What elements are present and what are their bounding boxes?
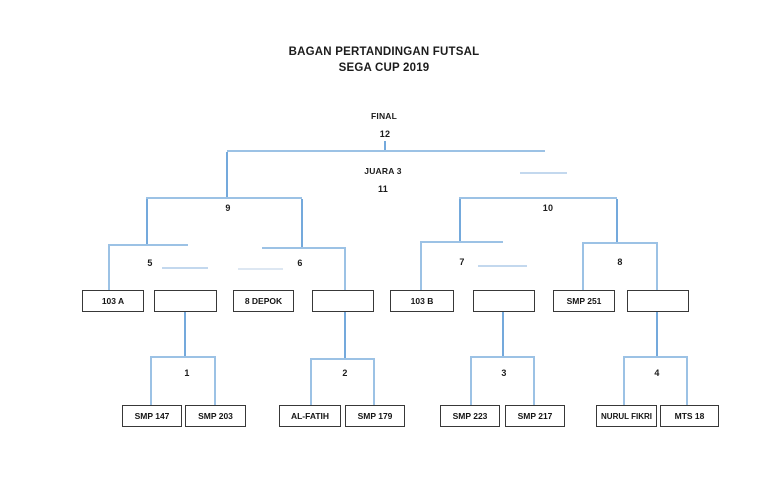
semifinal10-connector-line bbox=[459, 197, 617, 199]
match-number-5: 5 bbox=[147, 258, 153, 268]
qf6-winner-line bbox=[238, 268, 283, 270]
third-place-label: JUARA 3 bbox=[364, 166, 402, 176]
r1m4-left-drop-line bbox=[623, 358, 625, 406]
qf7-drop-line bbox=[420, 243, 422, 290]
r1m2-right-drop-line bbox=[373, 360, 375, 406]
r1m3-stem-line bbox=[502, 312, 504, 356]
r1-team-box-smp223: SMP 223 bbox=[440, 405, 500, 427]
final-connector-line bbox=[227, 150, 545, 152]
r1-team-box-smp203: SMP 203 bbox=[185, 405, 246, 427]
qf-winner-box-2 bbox=[312, 290, 374, 312]
qf-winner-box-1 bbox=[154, 290, 217, 312]
qf8-stem-line bbox=[616, 199, 618, 243]
r1-team-box-smp147: SMP 147 bbox=[122, 405, 182, 427]
third-place-winner-line bbox=[520, 172, 567, 174]
semifinal9-connector-line bbox=[146, 197, 302, 199]
third-place-match-number: 11 bbox=[378, 184, 388, 194]
qf6-drop-line bbox=[344, 249, 346, 291]
final-stem-line bbox=[384, 141, 386, 151]
r1m1-stem-line bbox=[184, 312, 186, 356]
qf-winner-box-3 bbox=[473, 290, 535, 312]
qf7-connector-line bbox=[420, 241, 503, 243]
r1-team-box-alfatih: AL-FATIH bbox=[279, 405, 341, 427]
qf7-winner-line bbox=[478, 265, 527, 267]
final-match-number: 12 bbox=[379, 129, 391, 139]
title-line-1: BAGAN PERTANDINGAN FUTSAL bbox=[288, 46, 480, 58]
qf5-stem-line bbox=[146, 199, 148, 245]
r1-team-box-smp179: SMP 179 bbox=[345, 405, 405, 427]
final-label: FINAL bbox=[370, 111, 398, 121]
semifinal9-stem-line bbox=[226, 152, 228, 198]
qf8-right-drop-line bbox=[656, 244, 658, 290]
r1m3-right-drop-line bbox=[533, 358, 535, 406]
r1m1-right-drop-line bbox=[214, 358, 216, 406]
page-title: BAGAN PERTANDINGAN FUTSAL SEGA CUP 2019 bbox=[0, 44, 768, 76]
r1-team-box-nurulfikri: NURUL FIKRI bbox=[596, 405, 657, 427]
qf6-stem-line bbox=[301, 199, 303, 248]
match-number-8: 8 bbox=[617, 257, 623, 267]
r1m2-connector-line bbox=[310, 358, 375, 360]
qf8-connector-line bbox=[582, 242, 658, 244]
qf-team-box-smp251: SMP 251 bbox=[553, 290, 615, 312]
qf7-stem-line bbox=[459, 199, 461, 242]
qf5-drop-line bbox=[108, 246, 110, 291]
r1m2-stem-line bbox=[344, 312, 346, 358]
qf6-connector-line bbox=[262, 247, 346, 249]
qf-team-box-103b: 103 B bbox=[390, 290, 454, 312]
r1m3-connector-line bbox=[470, 356, 535, 358]
qf-team-box-8depok: 8 DEPOK bbox=[233, 290, 294, 312]
qf-winner-box-4 bbox=[627, 290, 689, 312]
r1-team-box-mts18: MTS 18 bbox=[660, 405, 719, 427]
r1m4-connector-line bbox=[623, 356, 688, 358]
match-number-7: 7 bbox=[459, 257, 465, 267]
match-number-9: 9 bbox=[225, 203, 231, 213]
qf5-connector-line bbox=[108, 244, 188, 246]
r1m1-connector-line bbox=[150, 356, 216, 358]
r1m4-stem-line bbox=[656, 312, 658, 356]
r1m3-left-drop-line bbox=[470, 358, 472, 406]
qf8-left-drop-line bbox=[582, 244, 584, 290]
match-number-2: 2 bbox=[342, 368, 348, 378]
qf-team-box-103a: 103 A bbox=[82, 290, 144, 312]
match-number-6: 6 bbox=[297, 258, 303, 268]
title-line-2: SEGA CUP 2019 bbox=[338, 62, 430, 75]
match-number-3: 3 bbox=[501, 368, 507, 378]
match-number-4: 4 bbox=[654, 368, 660, 378]
r1m4-right-drop-line bbox=[686, 358, 688, 406]
qf5-winner-line bbox=[162, 267, 208, 269]
match-number-1: 1 bbox=[184, 368, 190, 378]
r1m1-left-drop-line bbox=[150, 358, 152, 406]
match-number-10: 10 bbox=[542, 203, 554, 213]
r1-team-box-smp217: SMP 217 bbox=[505, 405, 565, 427]
r1m2-left-drop-line bbox=[310, 360, 312, 406]
